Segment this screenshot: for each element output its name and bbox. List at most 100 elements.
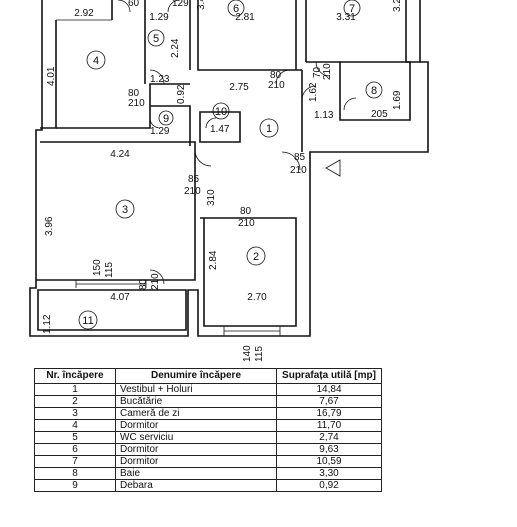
cell-name: WC serviciu <box>115 431 277 444</box>
cell-area: 3,30 <box>276 467 382 480</box>
dim-label: 80 <box>128 88 140 99</box>
room-circle-3 <box>115 199 135 219</box>
dim-label: 4.07 <box>110 292 130 303</box>
room-circle-5 <box>147 29 165 47</box>
cell-number: 6 <box>34 443 116 456</box>
table-row: 9 Debara 0,92 <box>34 479 382 492</box>
room-number-11: 11 <box>82 315 93 327</box>
cell-number: 5 <box>34 431 116 444</box>
cell-number: 7 <box>34 455 116 468</box>
room-circle-7 <box>343 0 361 17</box>
dim-label: 2.81 <box>235 12 255 23</box>
dim-label: 1.29 <box>149 12 169 23</box>
dim-label: 2.70 <box>247 292 267 303</box>
cell-name: Dormitor <box>115 419 277 432</box>
cell-area: 7,67 <box>276 395 382 408</box>
table-row: 3 Cameră de zi 16,79 <box>34 407 382 420</box>
room-circle-2 <box>246 246 266 266</box>
dim-label: 210 <box>290 165 307 176</box>
room-number-5: 5 <box>153 33 159 45</box>
dim-label: 205 <box>371 109 388 120</box>
dim-label: 3.4 <box>196 0 207 10</box>
dim-label: 310 <box>206 189 217 206</box>
entry-arrow-icon <box>325 159 341 177</box>
room-circle-11 <box>78 310 98 330</box>
cell-area: 9,63 <box>276 443 382 456</box>
outer-walls <box>29 0 429 337</box>
room-circle-8 <box>365 81 383 99</box>
room-circle-4 <box>86 50 106 70</box>
room-number-2: 2 <box>253 251 259 263</box>
room-circle-6 <box>227 0 245 17</box>
windows <box>75 280 281 336</box>
room-labels: 1 2 3 4 5 6 7 8 9 10 11 <box>78 0 383 330</box>
dim-label: 1.62 <box>308 82 319 102</box>
dim-label: 60 <box>128 0 140 9</box>
dim-label: 115 <box>104 262 115 278</box>
dim-label: 1.12 <box>42 314 53 334</box>
cell-name: Cameră de zi <box>115 407 277 420</box>
cell-name: Baie <box>115 467 277 480</box>
dim-label: 1.23 <box>150 74 170 85</box>
dim-label: 80 <box>240 206 252 217</box>
header-room-area: Suprafața utilă [mp] <box>276 368 382 384</box>
dim-label: 80 <box>138 278 149 290</box>
dim-label: 2.75 <box>229 82 249 93</box>
doors <box>117 0 357 285</box>
dim-label: 1.29 <box>150 126 170 137</box>
dimension-labels: 2.92 1.29 3.4 2.81 3.31 3.2 4.01 2.24 1.… <box>42 0 403 362</box>
header-room-name: Denumire încăpere <box>115 368 277 384</box>
cell-number: 8 <box>34 467 116 480</box>
cell-area: 0,92 <box>276 479 382 492</box>
cell-number: 9 <box>34 479 116 492</box>
floor-plan: 1 2 3 4 5 6 7 8 9 10 11 2.92 1.29 3.4 2.… <box>29 0 429 362</box>
dim-label: 210 <box>184 186 201 197</box>
room-number-8: 8 <box>371 85 377 97</box>
header-room-number: Nr. încăpere <box>34 368 116 384</box>
interior-walls <box>36 0 420 331</box>
cell-number: 4 <box>34 419 116 432</box>
cell-name: Dormitor <box>115 455 277 468</box>
table-row: 5 WC serviciu 2,74 <box>34 431 382 444</box>
dim-label: 210 <box>268 80 285 91</box>
room-number-3: 3 <box>122 204 128 216</box>
table-row: 8 Baie 3,30 <box>34 467 382 480</box>
dim-label: 70 <box>312 66 323 78</box>
room-circle-10 <box>212 102 230 120</box>
cell-area: 11,70 <box>276 419 382 432</box>
room-number-10: 10 <box>215 106 227 118</box>
room-number-7: 7 <box>349 3 355 15</box>
cell-name: Bucătărie <box>115 395 277 408</box>
room-number-1: 1 <box>266 123 272 135</box>
room-circle-1 <box>259 118 279 138</box>
table-header-row: Nr. încăpere Denumire încăpere Suprafața… <box>34 368 382 384</box>
table-row: 1 Vestibul + Holuri 14,84 <box>34 383 382 396</box>
room-number-9: 9 <box>163 113 169 125</box>
dim-label: 210 <box>150 273 161 290</box>
dim-label: 1.47 <box>210 124 230 135</box>
cell-area: 14,84 <box>276 383 382 396</box>
dim-label: 129 <box>172 0 189 9</box>
cell-area: 16,79 <box>276 407 382 420</box>
dim-label: 210 <box>322 63 333 80</box>
cell-number: 2 <box>34 395 116 408</box>
dim-label: 3.96 <box>44 216 55 236</box>
room-area-table: Nr. încăpere Denumire încăpere Suprafața… <box>34 368 382 492</box>
table-row: 6 Dormitor 9,63 <box>34 443 382 456</box>
cell-name: Dormitor <box>115 443 277 456</box>
table-row: 4 Dormitor 11,70 <box>34 419 382 432</box>
cell-number: 3 <box>34 407 116 420</box>
dim-label: 85 <box>188 174 200 185</box>
dim-label: 3.31 <box>336 12 356 23</box>
dim-label: 1.13 <box>314 110 334 121</box>
room-number-4: 4 <box>93 55 99 67</box>
dim-label: 1.69 <box>392 90 403 110</box>
dim-label: 115 <box>254 346 265 362</box>
table-row: 2 Bucătărie 7,67 <box>34 395 382 408</box>
dim-label: 150 <box>92 259 103 276</box>
dim-label: 2.84 <box>208 250 219 270</box>
cell-number: 1 <box>34 383 116 396</box>
dim-label: 85 <box>294 152 306 163</box>
dim-label: 80 <box>270 70 282 81</box>
dim-label: 2.92 <box>74 8 94 19</box>
